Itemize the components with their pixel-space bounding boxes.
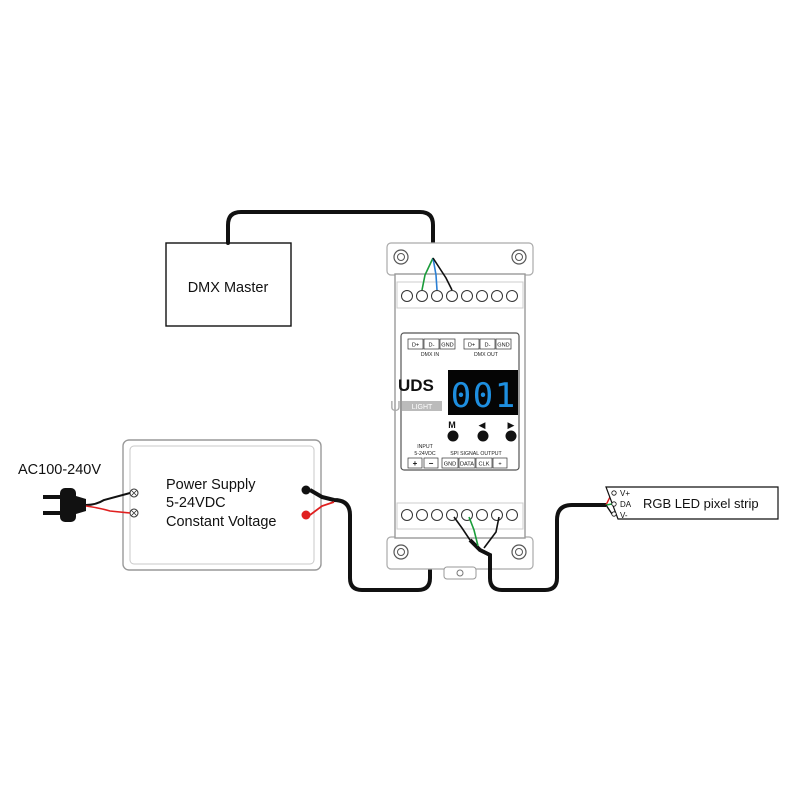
pin-vminus: V- xyxy=(620,511,628,520)
terminal-screw xyxy=(506,290,518,302)
led-strip: V+ DA V- RGB LED pixel strip xyxy=(605,486,779,520)
terminal-screw xyxy=(461,290,473,302)
terminal-screw xyxy=(431,509,443,521)
mode-button[interactable]: M xyxy=(447,420,459,442)
led-display: 0 0 1 xyxy=(448,370,518,416)
spi-output-label: SPI SIGNAL OUTPUT xyxy=(450,451,502,457)
ac-input-label: AC100-240V xyxy=(18,462,101,478)
top-terminal-screws xyxy=(401,290,518,302)
dmx-in-label: DMX IN xyxy=(421,352,439,358)
dmx-terminal-4: D- xyxy=(485,343,491,349)
power-plug-icon xyxy=(43,488,131,522)
dmx-cable xyxy=(226,210,435,260)
dmx-master-box: DMX Master xyxy=(165,242,292,327)
input-label: INPUT xyxy=(417,444,433,450)
terminal-screw xyxy=(506,509,518,521)
input-voltage-label: 5-24VDC xyxy=(414,451,436,457)
psu-line-3: Constant Voltage xyxy=(166,514,276,530)
dmx-terminal-0: D+ xyxy=(412,343,419,349)
svg-text:U: U xyxy=(390,398,401,415)
led-strip-label: RGB LED pixel strip xyxy=(643,496,759,511)
input-terminal-0: + xyxy=(413,459,418,468)
terminal-screw xyxy=(491,509,503,521)
pin-data: DA xyxy=(620,500,632,509)
dmx-terminal-2: GND xyxy=(441,343,453,349)
terminal-screw xyxy=(476,290,488,302)
terminal-screw xyxy=(401,509,413,521)
output-terminal-labels: + − GND DATA CLK + xyxy=(407,457,508,469)
dmx-terminal-3: D+ xyxy=(468,343,475,349)
svg-text:◀: ◀ xyxy=(479,420,486,430)
svg-text:▶: ▶ xyxy=(508,420,515,430)
dmx-terminal-labels: D+ D- GND D+ D- GND xyxy=(407,338,512,350)
terminal-screw xyxy=(416,290,428,302)
spi-terminal-0: GND xyxy=(444,462,456,468)
dmx-terminal-5: GND xyxy=(497,343,509,349)
dmx-master-label: DMX Master xyxy=(188,280,269,296)
dmx-cable-wires xyxy=(421,257,453,291)
terminal-screw xyxy=(416,509,428,521)
display-digit-1: 0 xyxy=(451,376,471,416)
display-digit-2: 0 xyxy=(473,376,493,416)
bottom-terminal-screws xyxy=(401,509,518,521)
power-supply-box: Power Supply 5-24VDC Constant Voltage xyxy=(122,439,322,571)
pin-vplus: V+ xyxy=(620,489,630,498)
terminal-screw xyxy=(461,509,473,521)
right-arrow-button[interactable]: ▶ xyxy=(505,420,517,442)
psu-line-2: 5-24VDC xyxy=(166,495,226,511)
left-arrow-button[interactable]: ◀ xyxy=(477,420,489,442)
terminal-screw xyxy=(431,290,443,302)
input-terminal-1: − xyxy=(429,459,434,468)
psu-line-1: Power Supply xyxy=(166,477,256,493)
svg-text:LIGHT: LIGHT xyxy=(412,404,433,411)
dmx-out-label: DMX OUT xyxy=(474,352,499,358)
svg-text:M: M xyxy=(448,420,456,430)
dmx-terminal-1: D- xyxy=(429,343,435,349)
spi-terminal-2: CLK xyxy=(479,462,490,468)
display-digit-3: 1 xyxy=(495,376,515,416)
terminal-screw xyxy=(401,290,413,302)
brand-name: UDS xyxy=(398,376,434,395)
terminal-screw xyxy=(476,509,488,521)
terminal-screw xyxy=(446,290,458,302)
terminal-screw xyxy=(491,290,503,302)
ulight-logo: U LIGHT xyxy=(390,398,442,415)
spi-terminal-1: DATA xyxy=(460,462,474,468)
spi-terminal-3: + xyxy=(498,462,501,468)
